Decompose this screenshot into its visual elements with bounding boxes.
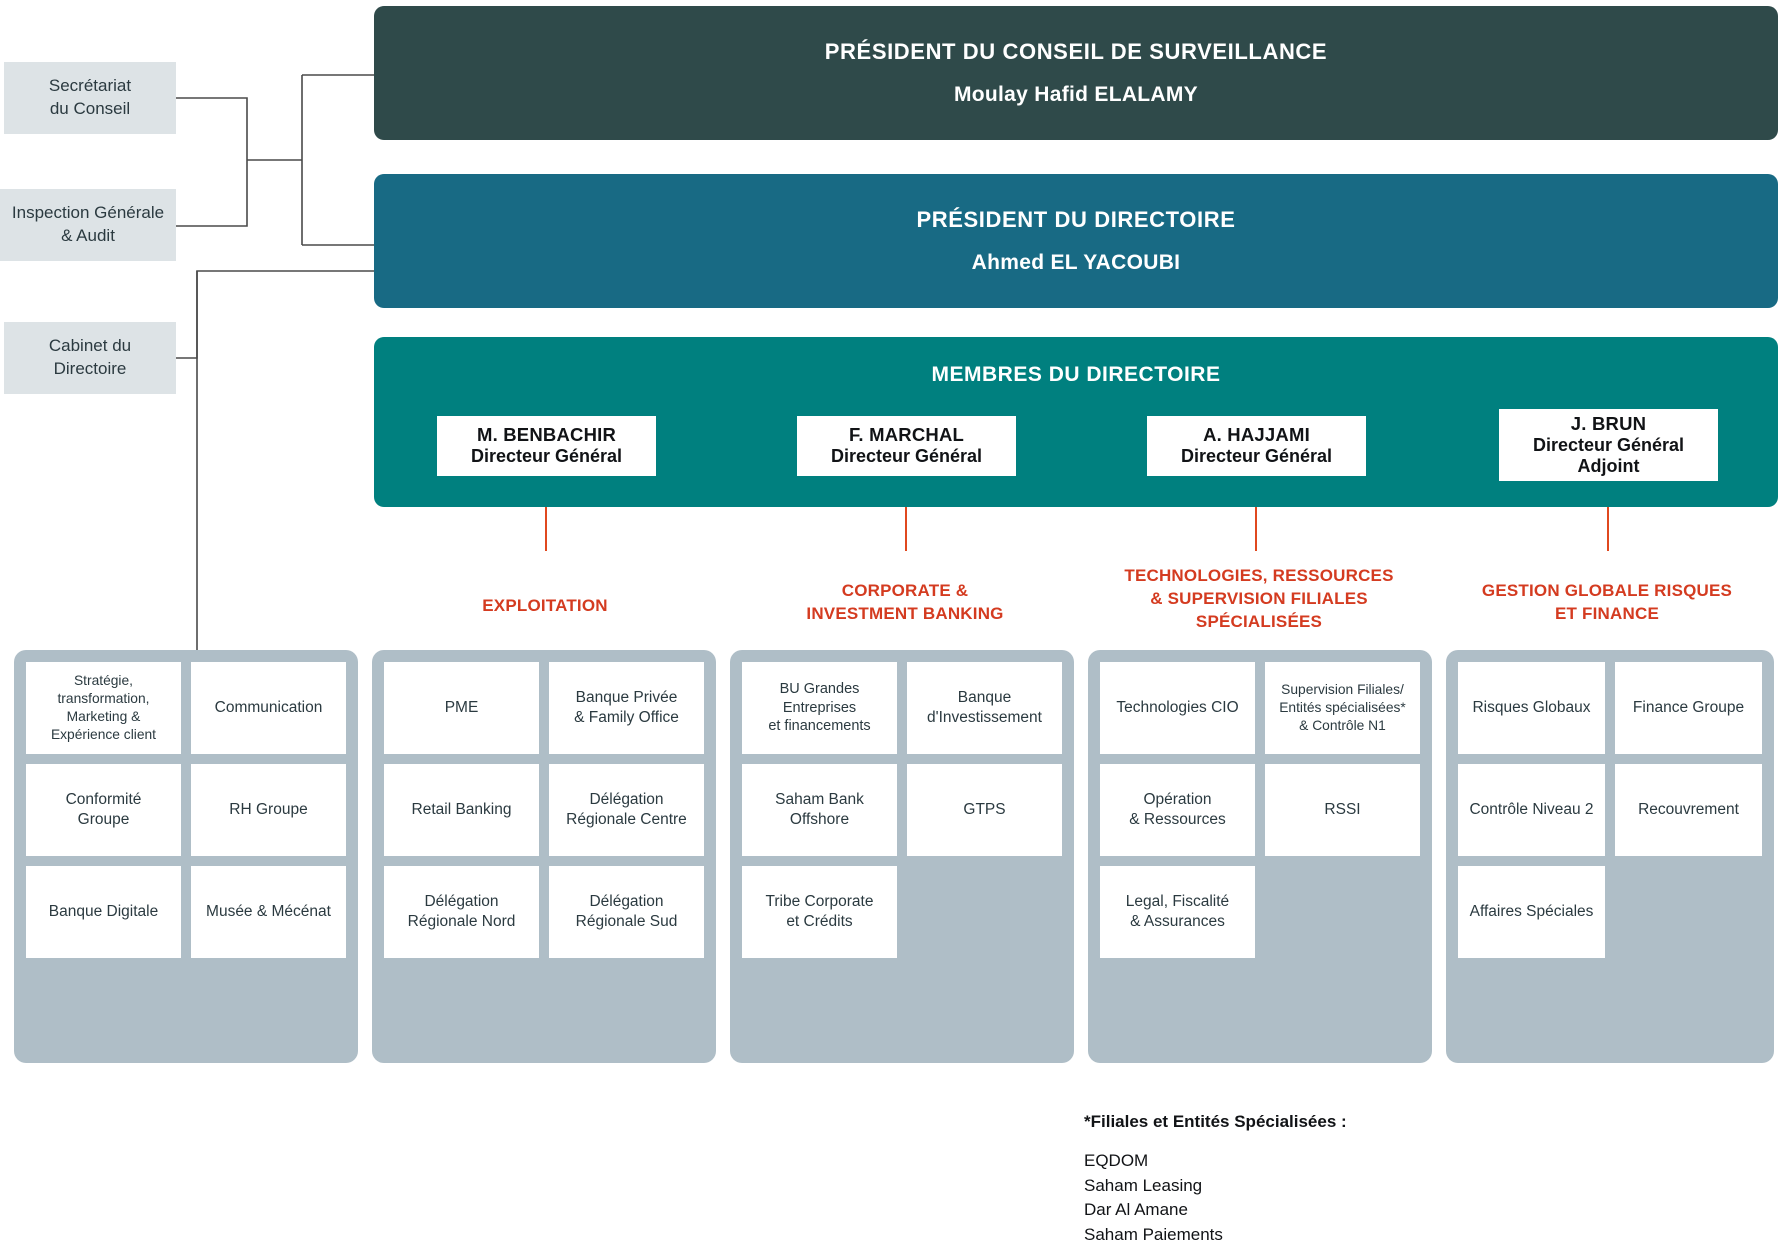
unit-cell: Recouvrement bbox=[1615, 764, 1762, 856]
unit-cell: Opération& Ressources bbox=[1100, 764, 1255, 856]
unit-cell-placeholder bbox=[1615, 866, 1762, 958]
unit-cell: Risques Globaux bbox=[1458, 662, 1605, 754]
footnote-item: Saham Leasing bbox=[1084, 1175, 1203, 1195]
unit-cell: Contrôle Niveau 2 bbox=[1458, 764, 1605, 856]
unit-cell: Musée & Mécénat bbox=[191, 866, 346, 958]
member-card-hajjami: A. HAJJAMI Directeur Général bbox=[1147, 416, 1366, 476]
banner-person-name: Ahmed EL YACOUBI bbox=[971, 251, 1181, 274]
group-panel-exploitation: PME Banque Privée& Family Office Retail … bbox=[372, 650, 716, 1063]
membres-title: MEMBRES DU DIRECTOIRE bbox=[931, 363, 1221, 386]
member-role: Directeur Général bbox=[830, 446, 983, 467]
member-name: F. MARCHAL bbox=[848, 424, 965, 446]
unit-cell: Stratégie,transformation,Marketing &Expé… bbox=[26, 662, 181, 754]
banner-title: PRÉSIDENT DU CONSEIL DE SURVEILLANCE bbox=[824, 39, 1328, 64]
connector-tick-cib bbox=[905, 507, 907, 551]
cell-grid: Technologies CIO Supervision Filiales/En… bbox=[1100, 662, 1420, 958]
banner-title: PRÉSIDENT DU DIRECTOIRE bbox=[916, 207, 1236, 232]
unit-cell: Finance Groupe bbox=[1615, 662, 1762, 754]
cell-grid: PME Banque Privée& Family Office Retail … bbox=[384, 662, 704, 958]
group-panel-technologies: Technologies CIO Supervision Filiales/En… bbox=[1088, 650, 1432, 1063]
member-name: A. HAJJAMI bbox=[1203, 424, 1310, 446]
unit-cell: Banque Digitale bbox=[26, 866, 181, 958]
banner-person-name: Moulay Hafid ELALAMY bbox=[953, 83, 1198, 106]
member-name: J. BRUN bbox=[1570, 412, 1647, 434]
member-card-marchal: F. MARCHAL Directeur Général bbox=[797, 416, 1016, 476]
member-name: M. BENBACHIR bbox=[476, 424, 617, 446]
unit-cell: GTPS bbox=[907, 764, 1062, 856]
unit-cell-placeholder bbox=[907, 866, 1062, 958]
staff-box-inspection-generale-audit: Inspection Générale& Audit bbox=[0, 189, 176, 261]
unit-cell: Technologies CIO bbox=[1100, 662, 1255, 754]
band-membres-du-directoire: MEMBRES DU DIRECTOIRE M. BENBACHIR Direc… bbox=[374, 337, 1778, 507]
connector-tick-technologies bbox=[1255, 507, 1257, 551]
unit-cell: Banque Privée& Family Office bbox=[549, 662, 704, 754]
footnote-title: *Filiales et Entités Spécialisées : bbox=[1084, 1112, 1347, 1131]
category-heading-exploitation: EXPLOITATION bbox=[482, 596, 608, 615]
category-heading-corporate-investment-banking: CORPORATE &INVESTMENT BANKING bbox=[806, 581, 1004, 623]
unit-cell: Supervision Filiales/Entités spécialisée… bbox=[1265, 662, 1420, 754]
connector-tick-risques bbox=[1607, 507, 1609, 551]
footnote-item: Saham Paiements bbox=[1084, 1224, 1223, 1244]
unit-cell: RSSI bbox=[1265, 764, 1420, 856]
unit-cell: Legal, Fiscalité& Assurances bbox=[1100, 866, 1255, 958]
group-panel-risques-finance: Risques Globaux Finance Groupe Contrôle … bbox=[1446, 650, 1774, 1063]
category-heading-technologies-ressources: TECHNOLOGIES, RESSOURCES& SUPERVISION FI… bbox=[1124, 566, 1394, 631]
footnote-item: Dar Al Amane bbox=[1084, 1200, 1188, 1220]
footnote-item: EQDOM bbox=[1084, 1151, 1149, 1170]
unit-cell: PME bbox=[384, 662, 539, 754]
banner-president-conseil-surveillance: PRÉSIDENT DU CONSEIL DE SURVEILLANCE Mou… bbox=[374, 6, 1778, 140]
unit-cell: Communication bbox=[191, 662, 346, 754]
banner-president-directoire: PRÉSIDENT DU DIRECTOIRE Ahmed EL YACOUBI bbox=[374, 174, 1778, 308]
unit-cell-placeholder bbox=[1265, 866, 1420, 958]
cell-grid: Stratégie,transformation,Marketing &Expé… bbox=[26, 662, 346, 958]
staff-label: Inspection Générale& Audit bbox=[11, 203, 165, 245]
member-role: Directeur Général bbox=[470, 446, 623, 467]
cell-grid: Risques Globaux Finance Groupe Contrôle … bbox=[1458, 662, 1762, 958]
footnote-block: *Filiales et Entités Spécialisées : EQDO… bbox=[1084, 1112, 1534, 1248]
member-card-benbachir: M. BENBACHIR Directeur Général bbox=[437, 416, 656, 476]
connector-tick-exploitation bbox=[545, 507, 547, 551]
unit-cell: Retail Banking bbox=[384, 764, 539, 856]
member-role: Directeur Général bbox=[1180, 446, 1333, 467]
unit-cell: Affaires Spéciales bbox=[1458, 866, 1605, 958]
group-panel-support: Stratégie,transformation,Marketing &Expé… bbox=[14, 650, 358, 1063]
unit-cell: RH Groupe bbox=[191, 764, 346, 856]
